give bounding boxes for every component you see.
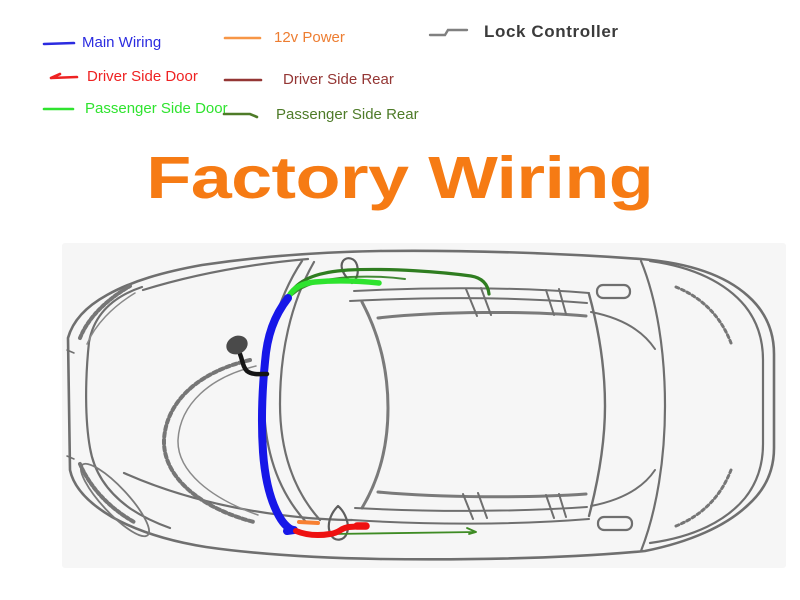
wire-main-wiring xyxy=(257,294,298,535)
window-sill-bottom-outer xyxy=(351,518,590,525)
rear-bumper-inner-arc xyxy=(648,259,765,545)
legend-item-main-wiring: Main Wiring xyxy=(42,35,161,51)
page-title-text: Factory Wiring xyxy=(146,145,655,211)
legend-item-12v-power: 12v Power xyxy=(223,30,345,46)
wire-lock-controller-lead xyxy=(237,351,270,377)
pillar-marks-bottom xyxy=(462,492,567,520)
hood-crease-band xyxy=(161,358,256,524)
front-top-body-line xyxy=(141,257,310,292)
legend-item-driver-side-rear: Driver Side Rear xyxy=(223,72,394,88)
front-bumper-line xyxy=(85,285,172,530)
roof-front-edge xyxy=(360,300,390,510)
rear-deck-detail-top xyxy=(595,283,632,300)
hood-crease-inner xyxy=(177,365,259,516)
headlight-line-top xyxy=(86,292,136,345)
wire-color-swatch xyxy=(428,28,469,37)
wire-passenger-side-rear xyxy=(289,267,491,296)
rear-deck-top-line xyxy=(590,311,656,350)
wire-color-swatch xyxy=(222,112,259,119)
page-title: Factory Wiring xyxy=(0,149,800,208)
headlight-band-bottom xyxy=(78,462,136,524)
taillight-band-top xyxy=(674,285,733,345)
wire-color-swatch xyxy=(42,41,76,46)
legend-item-driver-side-door: Driver Side Door xyxy=(45,69,198,85)
legend-item-lock-controller: Lock Controller xyxy=(428,22,619,41)
trunk-lid-arc xyxy=(639,259,667,553)
wire-driver-side-door xyxy=(293,523,369,538)
legend-label: Main Wiring xyxy=(82,34,162,51)
legend-label: Passenger Side Rear xyxy=(276,106,419,123)
legend-label: Driver Side Door xyxy=(87,68,198,85)
legend-label: Driver Side Rear xyxy=(283,71,394,88)
rear-window-arc xyxy=(587,292,607,518)
headlight-band-top xyxy=(78,284,132,340)
wire-color-swatch xyxy=(42,107,75,111)
rear-deck-detail-bottom xyxy=(596,515,634,532)
wiring-overlay xyxy=(226,267,491,538)
photo-background xyxy=(62,243,786,568)
legend-label: Lock Controller xyxy=(484,22,619,41)
legend-label: Passenger Side Door xyxy=(85,100,228,117)
rear-deck-bottom-line xyxy=(590,469,656,507)
legend-item-passenger-side-door: Passenger Side Door xyxy=(42,101,228,117)
window-sill-bottom-inner xyxy=(354,506,588,512)
car-sketch xyxy=(66,249,776,561)
lock-controller-blob xyxy=(226,335,248,355)
windshield-base-arc xyxy=(278,260,322,522)
pillar-marks-top xyxy=(465,287,567,317)
wire-rear-run xyxy=(331,527,477,535)
legend-label: 12v Power xyxy=(274,29,345,46)
car-body-outline xyxy=(66,249,776,561)
taillight-band-bottom xyxy=(674,468,733,528)
legend-item-passenger-side-rear: Passenger Side Rear xyxy=(222,107,419,123)
roof-bottom-edge xyxy=(376,490,588,499)
window-sill-top-outer xyxy=(353,287,590,294)
mirror-bottom xyxy=(327,504,349,541)
window-sill-top-inner xyxy=(349,297,588,304)
front-edge-notches xyxy=(66,349,75,460)
wire-color-swatch xyxy=(223,78,263,82)
wire-passenger-side-door xyxy=(286,278,382,299)
roof-top-edge xyxy=(376,310,588,320)
wire-12v-power xyxy=(297,520,320,525)
wire-color-swatch xyxy=(49,72,79,80)
wire-color-swatch xyxy=(223,36,262,40)
wire-passenger-side-rear-strand xyxy=(291,275,406,296)
